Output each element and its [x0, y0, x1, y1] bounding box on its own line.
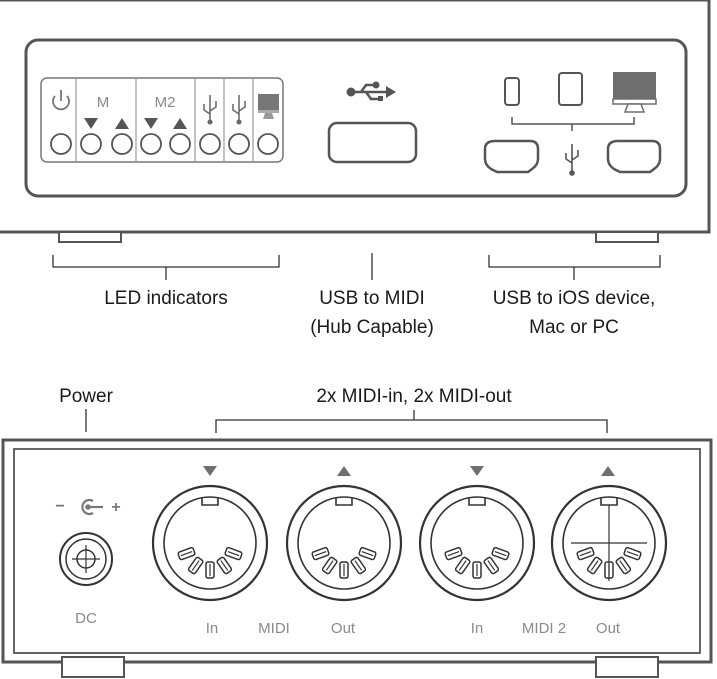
led-usb-2	[228, 133, 250, 155]
din-pin	[454, 556, 471, 575]
din-inner-ring	[430, 496, 524, 590]
top-foot-right	[595, 231, 659, 243]
usb-device-port-group	[483, 72, 662, 176]
din-pin	[576, 546, 595, 561]
din-pin	[358, 546, 377, 561]
din-pin	[187, 556, 204, 575]
led-midi2-in	[140, 133, 162, 155]
bottom-panel: − + DC In MIDI Out In MIDI 2	[1, 438, 713, 678]
bottom-foot-left	[61, 656, 125, 678]
monitor-icon	[612, 72, 657, 113]
din-pin	[177, 546, 196, 561]
usb-host-port	[327, 121, 418, 164]
din-pin	[311, 546, 330, 561]
usb-icon	[565, 144, 579, 176]
dc-polarity-minus: −	[55, 498, 64, 515]
din-pin	[586, 556, 603, 575]
top-panel: M M2	[0, 0, 711, 243]
usb-midi-label-line1: USB to MIDI	[319, 288, 425, 309]
din-pin	[321, 556, 338, 575]
dc-polarity-icon	[81, 498, 103, 516]
din-pin	[483, 556, 500, 575]
midi2-in-arrow	[470, 466, 484, 476]
midi-out-arrow	[337, 466, 351, 476]
din-key-notch	[335, 497, 353, 506]
usb-ios-label-line2: Mac or PC	[529, 317, 619, 338]
din-pin	[339, 561, 349, 579]
din-pin	[615, 556, 632, 575]
computer-icon	[258, 94, 279, 119]
led-computer	[257, 133, 279, 155]
top-foot-left	[58, 231, 122, 243]
din-pin	[205, 561, 215, 579]
led-usb-1	[199, 133, 221, 155]
midi-group-label: MIDI	[258, 620, 290, 637]
callouts: LED indicators USB to MIDI (Hub Capable)…	[52, 253, 661, 433]
bottom-chassis	[1, 438, 713, 664]
led-group-label-m: M	[97, 94, 110, 111]
led-panel-frame	[40, 77, 284, 163]
dc-polarity-plus: +	[111, 499, 120, 516]
dc-jack-ring	[65, 538, 107, 580]
power-icon	[52, 90, 70, 111]
din-inner-ring	[163, 496, 257, 590]
midi2-out-port	[550, 484, 668, 602]
led-midi-out	[111, 133, 133, 155]
dc-label: DC	[75, 610, 97, 627]
midi-io-label: 2x MIDI-in, 2x MIDI-out	[316, 386, 512, 407]
usb-ios-label-line1: USB to iOS device,	[493, 288, 656, 309]
usb-icon	[346, 81, 396, 101]
usb-icon	[232, 95, 246, 125]
usb-host-port-group	[327, 81, 418, 164]
midi2-out-arrow	[601, 466, 615, 476]
usb-midi-label-line2: (Hub Capable)	[310, 317, 434, 338]
midi-in-port	[151, 484, 269, 602]
power-label: Power	[59, 386, 114, 407]
phone-icon	[504, 77, 520, 106]
tablet-icon	[558, 72, 583, 106]
midi-in-label: In	[206, 620, 219, 637]
down-arrow-icon	[144, 118, 158, 129]
midi2-in-port	[418, 484, 536, 602]
midi-out-port	[285, 484, 403, 602]
led-midi-in	[80, 133, 102, 155]
din-inner-ring	[297, 496, 391, 590]
up-arrow-icon	[173, 118, 187, 129]
midi-io-callout-bracket	[215, 419, 608, 433]
din-key-notch	[468, 497, 486, 506]
device-bracket	[511, 117, 635, 125]
top-chassis	[0, 0, 711, 234]
midi2-in-label: In	[471, 620, 484, 637]
bottom-faceplate	[13, 448, 701, 654]
din-pin	[444, 546, 463, 561]
led-indicators-label: LED indicators	[104, 288, 228, 309]
din-pin	[491, 546, 510, 561]
down-arrow-icon	[84, 118, 98, 129]
midi-in-arrow	[203, 466, 217, 476]
top-faceplate	[24, 38, 688, 198]
up-arrow-icon	[115, 118, 129, 129]
dc-power-jack-group: − + DC	[55, 498, 120, 627]
led-indicator-panel: M M2	[40, 77, 284, 163]
midi-out-label: Out	[331, 620, 356, 637]
led-group-label-m2: M2	[155, 94, 176, 111]
usb-ios-callout-bracket	[488, 255, 661, 268]
bottom-foot-right	[595, 656, 659, 678]
din-pin	[350, 556, 367, 575]
usb-device-port-right	[606, 139, 662, 174]
midi2-out-label: Out	[596, 620, 621, 637]
led-callout-bracket	[52, 255, 280, 268]
din-pin	[472, 561, 482, 579]
midi2-group-label: MIDI 2	[522, 620, 566, 637]
usb-device-port-left	[483, 139, 540, 174]
led-power	[50, 133, 72, 155]
din-pin	[224, 546, 243, 561]
din-key-notch	[201, 497, 219, 506]
din-pin	[623, 546, 642, 561]
usb-icon	[203, 95, 217, 125]
din-pin	[216, 556, 233, 575]
led-midi2-out	[169, 133, 191, 155]
